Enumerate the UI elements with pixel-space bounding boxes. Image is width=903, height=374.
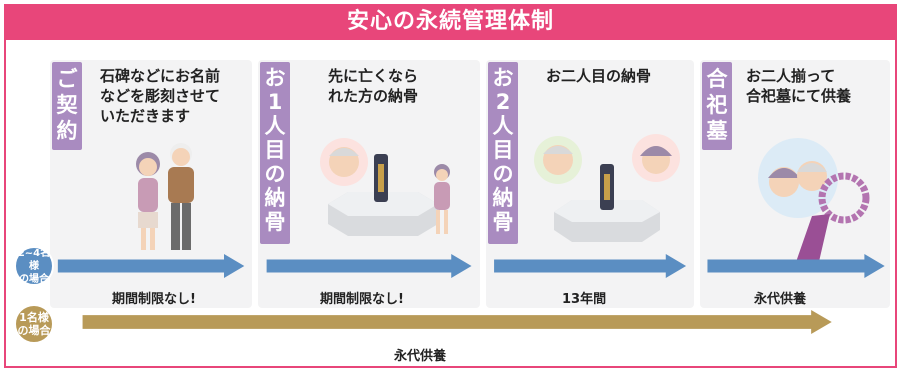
page-title: 安心の永続管理体制 — [4, 4, 897, 40]
step-label-second: お 2 人 目 の 納 骨 — [488, 62, 518, 244]
period-first: 期間制限なし! — [320, 292, 404, 307]
step-text-contract: 石碑などにお名前 などを彫刻させて いただきます — [100, 67, 221, 125]
step-text-joint: お二人揃って 合祀墓にて供養 — [746, 67, 852, 105]
group-badge: 2~4名様 の場合 — [14, 246, 54, 286]
timeline-arrow-second — [494, 254, 687, 278]
step-text-first: 先に亡くなら れた方の納骨 — [328, 67, 419, 105]
step-label-first: お 1 人 目 の 納 骨 — [260, 62, 290, 244]
period-joint: 永代供養 — [754, 292, 807, 307]
period-contract: 期間制限なし! — [112, 292, 196, 307]
period-second: 13年間 — [562, 292, 607, 307]
step-label-contract: ご 契 約 — [52, 62, 82, 150]
timeline-arrow-contract — [57, 254, 245, 278]
single-timeline-arrow — [82, 310, 832, 334]
couple-illustration — [136, 143, 194, 250]
timeline-arrow-first — [266, 254, 472, 278]
single-period-label: 永代供養 — [393, 349, 446, 364]
timeline-arrow-joint — [707, 254, 885, 278]
second-burial-illustration — [534, 134, 680, 242]
step-text-second: お二人目の納骨 — [546, 67, 652, 85]
single-badge: 1名様 の場合 — [14, 304, 54, 344]
step-label-joint: 合 祀 墓 — [702, 62, 732, 150]
joint-memorial-illustration — [758, 138, 870, 266]
first-burial-illustration — [320, 138, 450, 236]
